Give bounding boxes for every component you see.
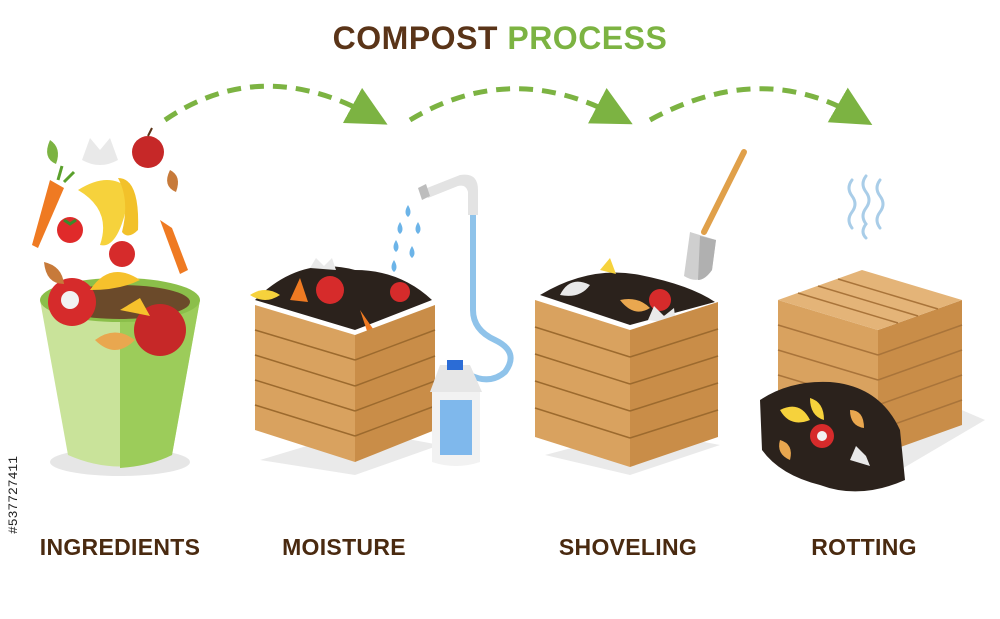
rotting-illustration — [760, 174, 985, 492]
faucet-icon — [422, 174, 478, 215]
crate-icon — [255, 305, 355, 462]
title-process: PROCESS — [507, 20, 668, 56]
steam-icon — [847, 174, 885, 240]
banana-icon — [78, 180, 130, 246]
title-compost: COMPOST — [332, 20, 498, 56]
carrot-icon — [32, 180, 64, 248]
tomato-icon — [57, 217, 83, 243]
hose-icon — [468, 215, 514, 383]
process-arrows — [163, 83, 873, 126]
arrow-icon — [648, 86, 873, 126]
ingredients-illustration — [32, 127, 200, 476]
arrow-icon — [163, 83, 388, 125]
step-label-ingredients: INGREDIENTS — [39, 534, 201, 560]
page-title: COMPOST PROCESS — [0, 20, 1000, 57]
stock-id-watermark: #537727411 — [6, 456, 21, 535]
apple-icon — [132, 136, 164, 168]
shoveling-illustration — [534, 149, 747, 475]
water-drops-icon — [391, 205, 421, 272]
step-label-rotting: ROTTING — [811, 534, 917, 560]
eggshell-icon — [82, 138, 118, 165]
moisture-illustration — [250, 174, 514, 475]
shovel-icon — [701, 149, 747, 235]
arrow-icon — [408, 86, 633, 125]
step-label-shoveling: SHOVELING — [558, 534, 698, 560]
step-label-moisture: MOISTURE — [282, 534, 406, 560]
crate-icon — [535, 300, 630, 467]
